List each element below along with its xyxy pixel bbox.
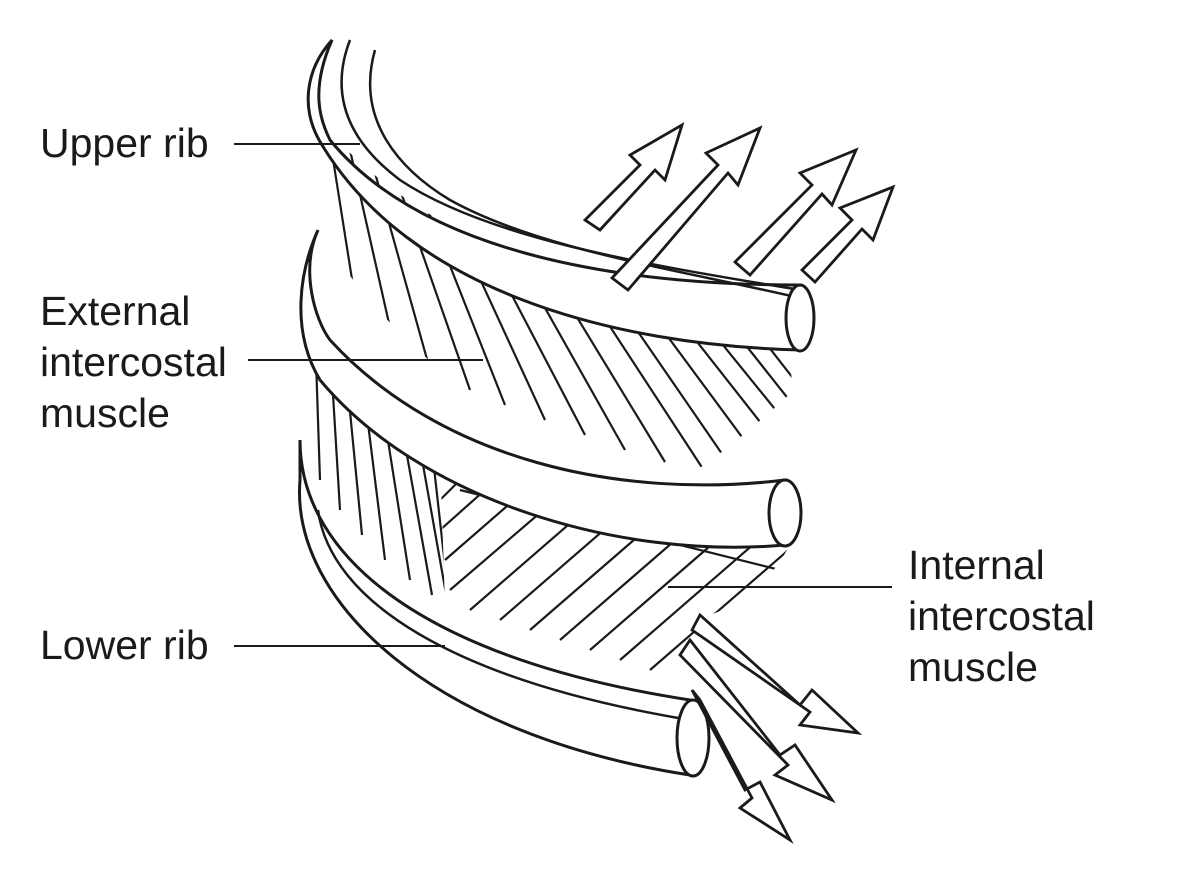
upper-rib-text: Upper rib	[40, 118, 209, 169]
external-line-2: intercostal	[40, 337, 227, 388]
internal-line-1: Internal	[908, 540, 1095, 591]
lower-rib-label: Lower rib	[40, 620, 209, 671]
external-intercostal-label: External intercostal muscle	[40, 286, 227, 439]
internal-line-3: muscle	[908, 642, 1095, 693]
external-line-3: muscle	[40, 388, 227, 439]
up-arrow-icon	[585, 125, 682, 230]
upward-arrows	[585, 125, 893, 290]
upper-rib-label: Upper rib	[40, 118, 209, 169]
internal-intercostal-label: Internal intercostal muscle	[908, 540, 1095, 693]
internal-line-2: intercostal	[908, 591, 1095, 642]
lower-rib-text: Lower rib	[40, 620, 209, 671]
external-line-1: External	[40, 286, 227, 337]
